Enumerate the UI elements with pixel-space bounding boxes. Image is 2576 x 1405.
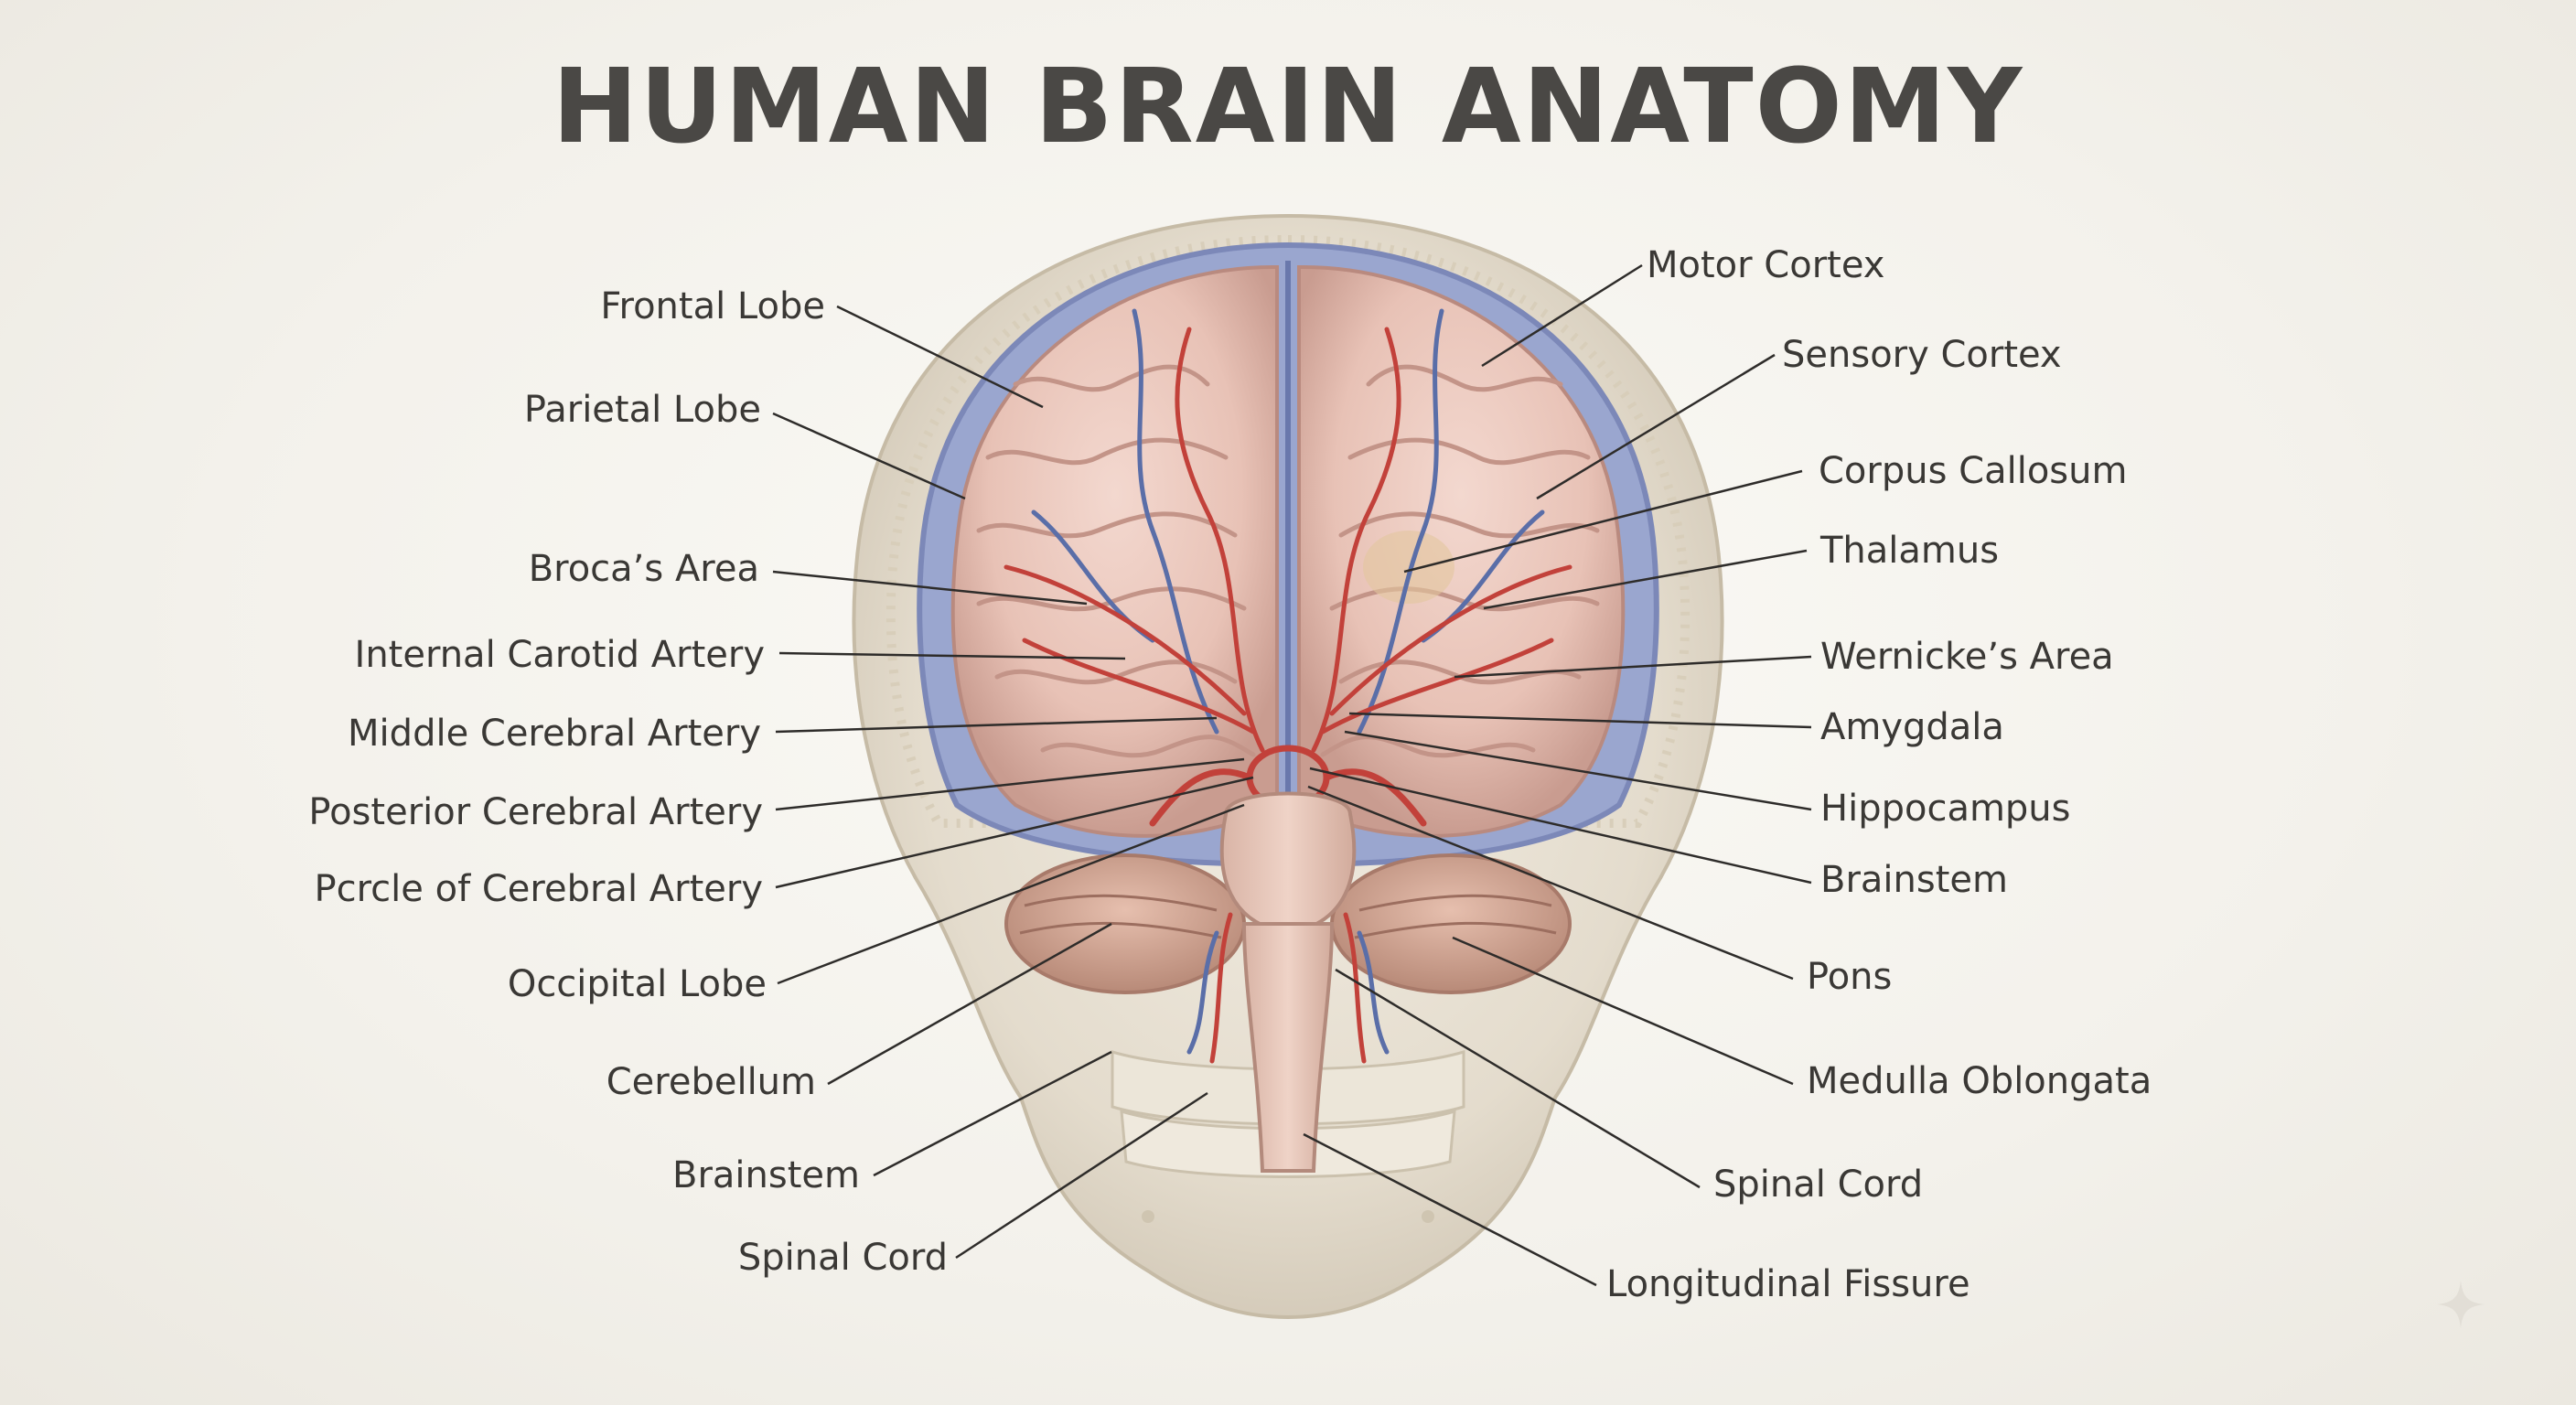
- sparkle-icon: [2437, 1281, 2485, 1328]
- label-spinal-cord-right: Spinal Cord: [1713, 1164, 1924, 1206]
- label-brainstem-right: Brainstem: [1820, 859, 2008, 901]
- stem-vessels: [1186, 912, 1390, 1064]
- leader-frontal-lobe: [836, 305, 1044, 409]
- label-frontal-lobe: Frontal Lobe: [600, 285, 825, 327]
- leader-longitudinal-fissure: [1303, 1132, 1597, 1287]
- label-thalamus: Thalamus: [1820, 530, 2000, 572]
- leader-brainstem-right: [1309, 767, 1812, 885]
- skull-inner-rim: [886, 234, 1690, 828]
- leader-parietal-lobe: [772, 412, 966, 500]
- mental-foramen-right: [1422, 1210, 1434, 1223]
- leader-brainstem-left: [873, 1050, 1112, 1177]
- leader-pcrcle-of-cerebral-artery: [775, 776, 1254, 889]
- leader-middle-cerebral-artery: [775, 716, 1218, 734]
- page-title: HUMAN BRAIN ANATOMY: [552, 48, 2024, 166]
- leader-brocas-area: [772, 570, 1088, 606]
- label-brocas-area: Broca’s Area: [528, 548, 759, 590]
- leader-posterior-cerebral-artery: [775, 757, 1245, 811]
- label-internal-carotid-artery: Internal Carotid Artery: [354, 634, 765, 676]
- leader-thalamus: [1483, 549, 1808, 610]
- leader-cerebellum: [827, 922, 1112, 1086]
- label-cerebellum: Cerebellum: [606, 1061, 816, 1103]
- label-pons: Pons: [1807, 956, 1893, 998]
- leader-internal-carotid-artery: [778, 651, 1126, 660]
- leader-wernickes-area: [1454, 655, 1812, 679]
- label-amygdala: Amygdala: [1820, 706, 2004, 748]
- label-pcrcle-of-cerebral-artery: Pcrcle of Cerebral Artery: [314, 868, 764, 910]
- label-occipital-lobe: Occipital Lobe: [507, 963, 767, 1005]
- leader-amygdala: [1348, 712, 1812, 729]
- leader-pons: [1307, 785, 1794, 981]
- leader-corpus-callosum: [1403, 469, 1803, 574]
- label-sensory-cortex: Sensory Cortex: [1782, 334, 2062, 376]
- mental-foramen-left: [1142, 1210, 1154, 1223]
- label-parietal-lobe: Parietal Lobe: [523, 389, 761, 431]
- label-longitudinal-fissure: Longitudinal Fissure: [1606, 1263, 1970, 1305]
- leader-lines: [772, 263, 1812, 1287]
- label-corpus-callosum: Corpus Callosum: [1819, 450, 2128, 492]
- leader-occipital-lobe: [777, 803, 1245, 985]
- leader-motor-cortex: [1481, 263, 1643, 368]
- spinal-cord-shape: [1241, 922, 1335, 1173]
- leader-sensory-cortex: [1536, 353, 1776, 500]
- leader-spinal-cord-right: [1335, 968, 1701, 1189]
- right-hemisphere: [1297, 264, 1626, 838]
- thalamus-highlight: [1363, 531, 1454, 604]
- label-medulla-oblongata: Medulla Oblongata: [1807, 1060, 2152, 1102]
- pons-shape: [1219, 791, 1357, 936]
- label-brainstem-left: Brainstem: [672, 1154, 860, 1196]
- label-spinal-cord-left: Spinal Cord: [737, 1237, 948, 1279]
- label-wernickes-area: Wernicke’s Area: [1820, 636, 2114, 678]
- label-middle-cerebral-artery: Middle Cerebral Artery: [348, 713, 761, 755]
- label-motor-cortex: Motor Cortex: [1647, 244, 1885, 286]
- label-posterior-cerebral-artery: Posterior Cerebral Artery: [308, 791, 763, 833]
- arteries: [1004, 327, 1572, 753]
- cerebrum: [950, 261, 1626, 838]
- left-hemisphere: [950, 264, 1279, 838]
- leader-hippocampus: [1344, 730, 1812, 811]
- label-hippocampus: Hippocampus: [1820, 788, 2071, 830]
- leader-spinal-cord-left: [955, 1091, 1208, 1260]
- leader-medulla-oblongata: [1452, 936, 1794, 1086]
